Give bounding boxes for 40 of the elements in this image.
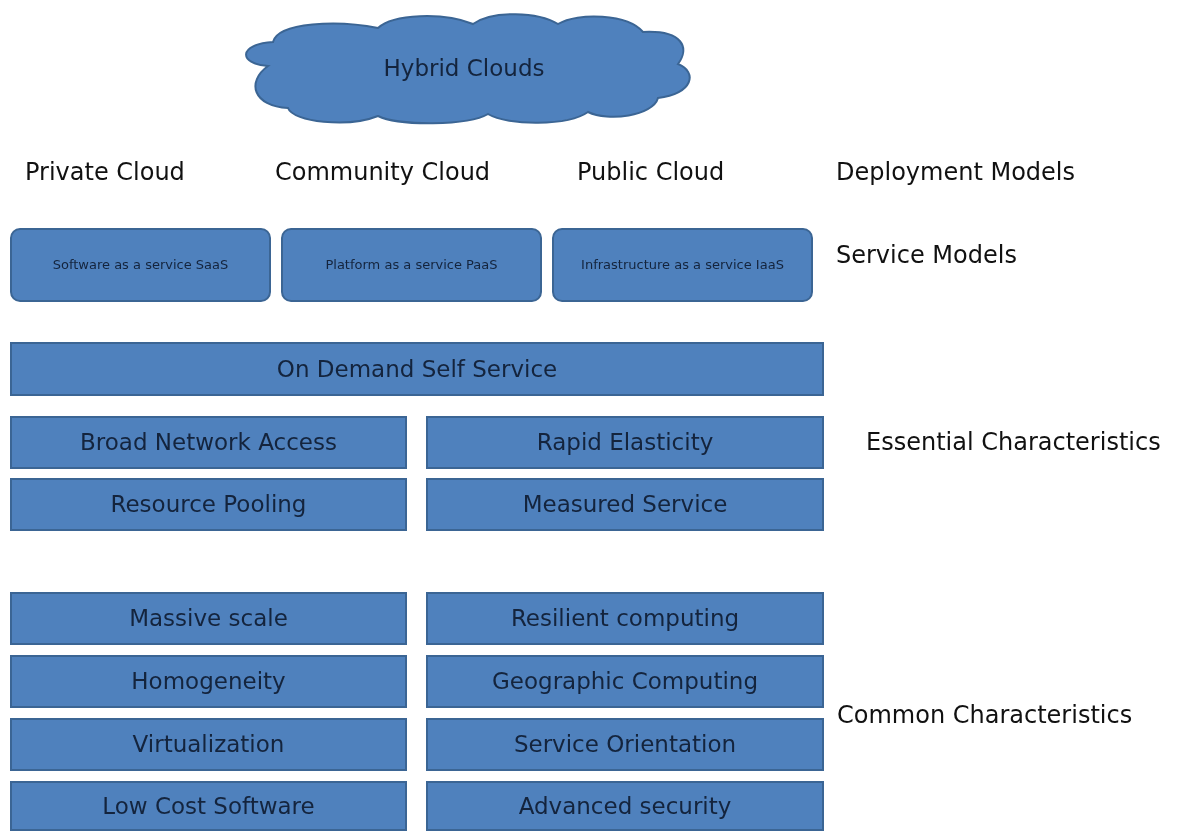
category-label: Deployment Models: [836, 158, 1075, 186]
characteristic-bar: [426, 718, 824, 771]
characteristic-bar: [426, 655, 824, 708]
node-text: Low Cost Software: [102, 792, 315, 820]
node-text: On Demand Self Service: [276, 355, 558, 383]
node-text: Resilient computing: [510, 605, 740, 632]
characteristic-bar: [10, 655, 407, 708]
node-text: Advanced security: [518, 792, 732, 820]
characteristic-bar: [10, 342, 824, 396]
node-text: Broad Network Access: [80, 429, 337, 456]
characteristic-bar: [10, 416, 407, 469]
characteristic-bar: [426, 416, 824, 469]
characteristic-bar: [10, 718, 407, 771]
characteristic-bar: [426, 478, 824, 531]
node-text: Platform as a service PaaS: [324, 255, 499, 274]
category-label: Essential Characteristics: [866, 428, 1161, 456]
category-label: Community Cloud: [275, 158, 491, 186]
category-label: Private Cloud: [25, 158, 185, 186]
category-label: Service Models: [836, 241, 1017, 269]
characteristic-bar: [426, 781, 824, 831]
node-text: Geographic Computing: [492, 668, 758, 695]
node-text: Service Orientation: [513, 731, 737, 758]
characteristic-bar: [426, 592, 824, 645]
node-text: Rapid Elasticity: [536, 429, 714, 456]
node-text: Software as a service SaaS: [51, 255, 230, 274]
category-label: Common Characteristics: [837, 701, 1133, 729]
node-text: Hybrid Clouds: [383, 55, 545, 81]
node-text: Resource Pooling: [110, 491, 307, 518]
node-text: Massive scale: [129, 605, 288, 632]
node-text: Virtualization: [132, 731, 285, 758]
characteristic-bar: [10, 781, 407, 831]
node-text: Infrastructure as a service IaaS: [580, 255, 785, 274]
category-label: Public Cloud: [577, 158, 725, 186]
characteristic-bar: [10, 478, 407, 531]
node-text: Homogeneity: [131, 668, 286, 695]
service-model-box: [552, 228, 813, 302]
service-model-box: [281, 228, 542, 302]
service-model-box: [10, 228, 271, 302]
characteristic-bar: [10, 592, 407, 645]
node-text: Measured Service: [522, 491, 728, 518]
